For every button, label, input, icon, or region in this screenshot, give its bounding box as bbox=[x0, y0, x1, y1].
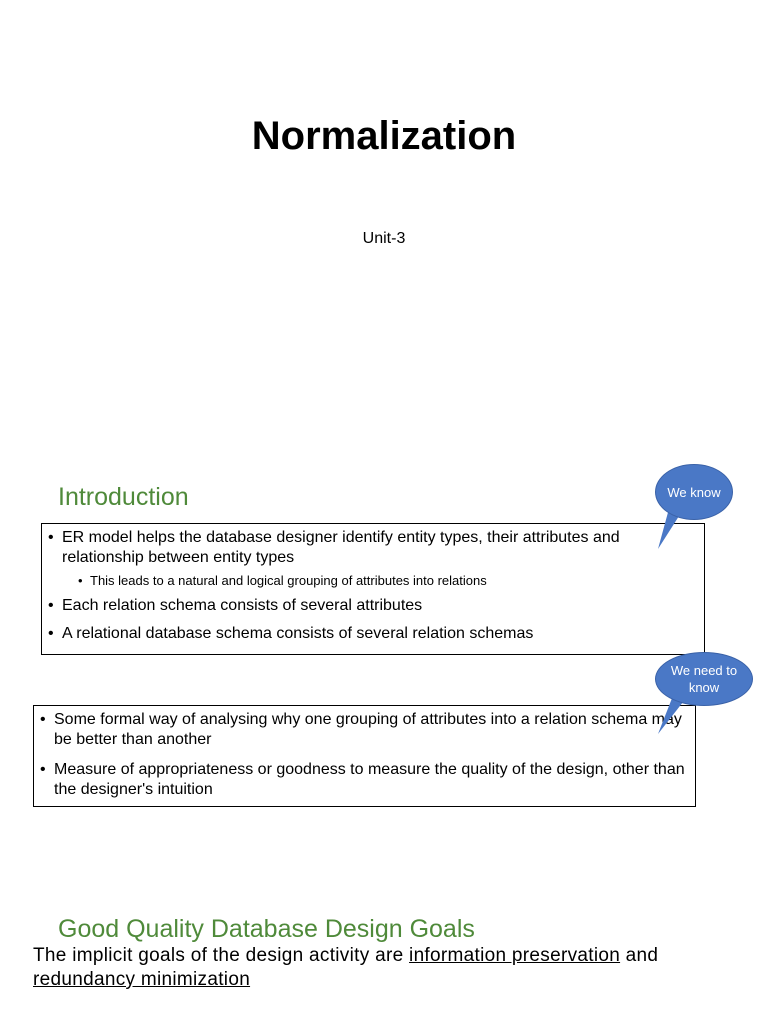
term-information-preservation: information preservation bbox=[409, 945, 621, 966]
bullet-glyph: • bbox=[48, 597, 54, 614]
bullet-glyph: • bbox=[48, 625, 54, 642]
list-item-text: ER model helps the database designer ide… bbox=[62, 529, 620, 566]
section-heading-design-goals: Good Quality Database Design Goals bbox=[58, 915, 475, 943]
goals-text-connector: and bbox=[625, 945, 659, 966]
bullet-glyph: • bbox=[48, 529, 54, 546]
callout-we-know: We know bbox=[655, 464, 733, 520]
slide-subtitle: Unit-3 bbox=[362, 230, 406, 247]
design-goals-text: The implicit goals of the design activit… bbox=[33, 944, 733, 992]
list-item-text: Some formal way of analysing why one gro… bbox=[54, 711, 682, 748]
term-redundancy-minimization: redundancy minimization bbox=[33, 969, 251, 990]
list-item: • Some formal way of analysing why one g… bbox=[40, 710, 689, 750]
list-item-text: This leads to a natural and logical grou… bbox=[90, 573, 487, 588]
intro-bullet-list: • ER model helps the database designer i… bbox=[48, 528, 698, 644]
goals-text-prefix: The implicit goals of the design activit… bbox=[33, 945, 404, 966]
list-item-text: Measure of appropriateness or goodness t… bbox=[54, 761, 685, 798]
list-item: • Measure of appropriateness or goodness… bbox=[40, 760, 689, 800]
list-item: • A relational database schema consists … bbox=[48, 624, 698, 644]
need-bullet-box: • Some formal way of analysing why one g… bbox=[33, 705, 696, 807]
list-item: • ER model helps the database designer i… bbox=[48, 528, 698, 568]
need-bullet-list: • Some formal way of analysing why one g… bbox=[40, 710, 689, 800]
bullet-glyph: • bbox=[40, 761, 46, 778]
bullet-glyph: • bbox=[40, 711, 46, 728]
slide-title: Normalization bbox=[251, 114, 517, 158]
intro-bullet-box: • ER model helps the database designer i… bbox=[41, 523, 705, 655]
list-item-text: A relational database schema consists of… bbox=[62, 625, 534, 642]
bullet-glyph: • bbox=[78, 573, 83, 588]
list-item-text: Each relation schema consists of several… bbox=[62, 597, 423, 614]
list-item: • Each relation schema consists of sever… bbox=[48, 596, 698, 616]
section-heading-introduction: Introduction bbox=[58, 483, 189, 511]
list-item-sub: • This leads to a natural and logical gr… bbox=[48, 572, 698, 590]
callout-we-need-to-know: We need to know bbox=[655, 652, 753, 706]
